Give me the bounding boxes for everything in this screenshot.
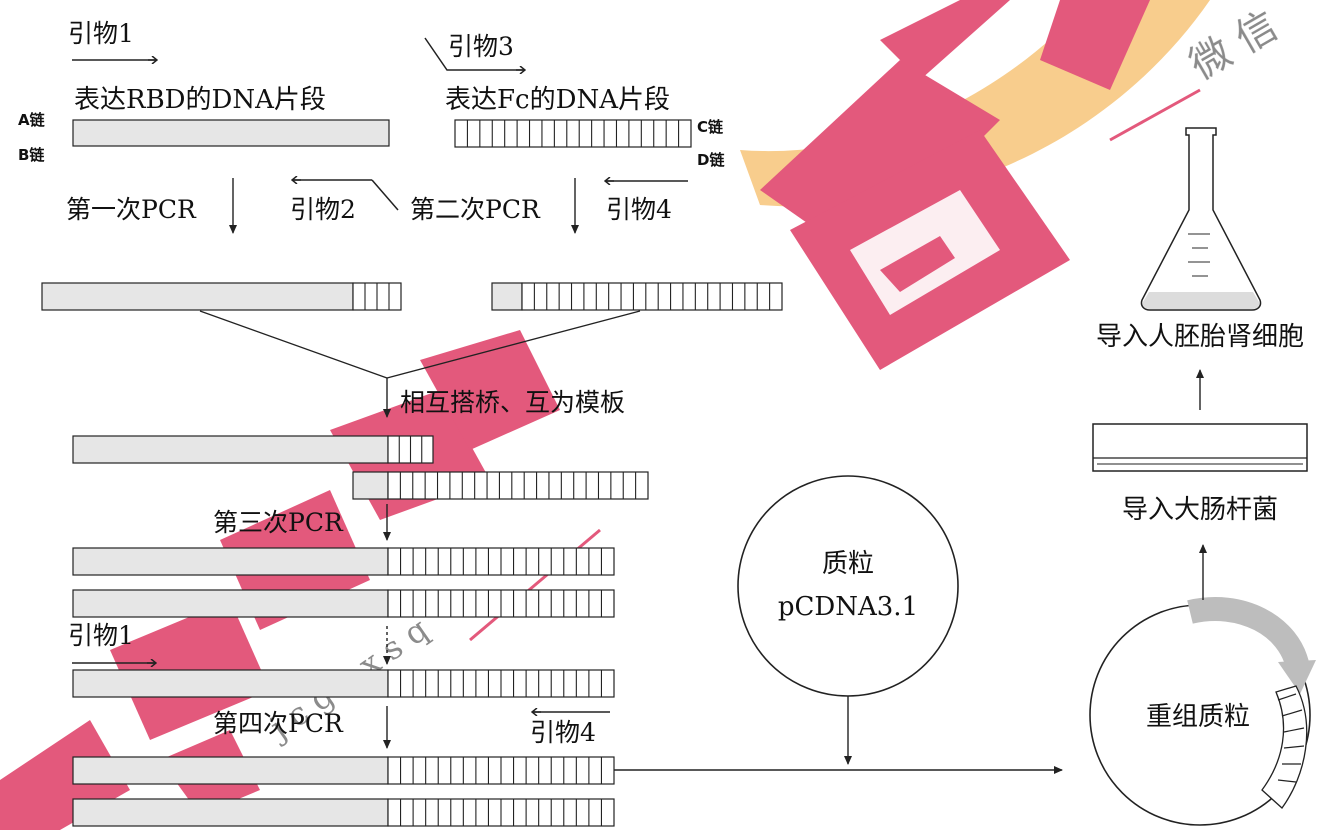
recombinant-hatched-segment [1261,685,1308,809]
recombinant-plasmid-label: 重组质粒 [1146,702,1250,732]
petri-dish [1092,423,1308,472]
pcr3-product-2 [72,589,615,618]
fc-segment [521,282,783,311]
overlap-strand-rbd [72,435,434,464]
watermark-line-right [1109,88,1201,142]
recombinant-insert-arc [1187,597,1310,671]
rbd-segment [72,547,389,576]
primer1-top-label: 引物1 [68,19,134,48]
petri-dish-base [1092,423,1308,472]
pcr1-product [41,282,402,311]
flask-body [1140,127,1262,311]
rbd-segment [72,798,389,827]
fusion-gene-product-1 [72,756,615,785]
rbd-segment [72,589,389,618]
strand-d-label: D链 [697,151,725,169]
plasmid-pcdna31 [737,475,959,697]
fc-segment [387,471,649,500]
pcr2-label: 第二次PCR [410,195,541,224]
watermark-line-middle [469,528,601,642]
bridging-label: 相互搭桥、互为模板 [400,388,625,417]
strand-a-label: A链 [18,111,46,129]
strand-c-label: C链 [697,118,724,136]
plasmid-name: pCDNA3.1 [778,592,918,622]
cloning-section: 质粒 pCDNA3.1 重组质粒 导入大肠杆菌 导入人胚胎肾细胞 [614,127,1316,826]
into-ecoli-label: 导入大肠杆菌 [1122,495,1278,525]
fusion-gene-product-2 [72,798,615,827]
recombinant-hatch-lines [1277,693,1305,783]
watermark-red-stroke-2 [880,0,1010,80]
pcr3-product-1 [72,547,615,576]
round1-products: 相互搭桥、互为模板 [41,282,783,418]
recombinant-insert-arrowhead [1278,660,1316,694]
plasmid-title: 质粒 [822,549,874,579]
primer2-label: 引物2 [290,195,356,224]
into-hek-label: 导入人胚胎肾细胞 [1096,322,1304,352]
pcr2-product [491,282,783,311]
fc-segment [454,119,692,148]
rbd-dna-fragment [72,119,390,147]
merge-line-left [199,310,388,379]
overlap-strand-fc [352,471,649,500]
culture-flask [1140,127,1262,311]
overlap-pcr-section: 第三次PCR 引物1 第四次PCR 引物4 [68,435,649,827]
primer3-arrow [424,37,525,70]
pcr1-label: 第一次PCR [66,195,197,224]
primer1-bottom-label: 引物1 [68,621,134,650]
rbd-segment [352,471,389,500]
pcr3-label: 第三次PCR [213,508,344,537]
primer3-label: 引物3 [448,32,514,61]
watermark-red-corner [1040,0,1150,90]
watermark-red-seal-mark [880,236,955,292]
rbd-segment [72,669,389,698]
primer4-top-label: 引物4 [606,195,672,224]
merge-line-right [386,310,641,379]
primer4-bottom-label: 引物4 [530,718,596,747]
rbd-segment [491,282,523,311]
rbd-segment [41,282,354,311]
fc-dna-fragment [454,119,692,148]
flask-medium [1142,292,1260,309]
primer2-leader [371,179,399,211]
flask-scale-marks [1188,233,1210,277]
pcr4-template [72,669,615,698]
rbd-segment [72,756,389,785]
pcr4-label: 第四次PCR [213,709,344,738]
watermark-red-stroke-1 [760,60,1000,260]
rbd-segment [72,435,389,464]
top-section: 引物1 引物3 表达RBD的DNA片段 表达Fc的DNA片段 A链 B链 C链 … [18,19,725,234]
rbd-fragment-label: 表达RBD的DNA片段 [74,85,326,115]
fc-fragment-label: 表达Fc的DNA片段 [445,85,670,115]
strand-b-label: B链 [18,146,45,164]
